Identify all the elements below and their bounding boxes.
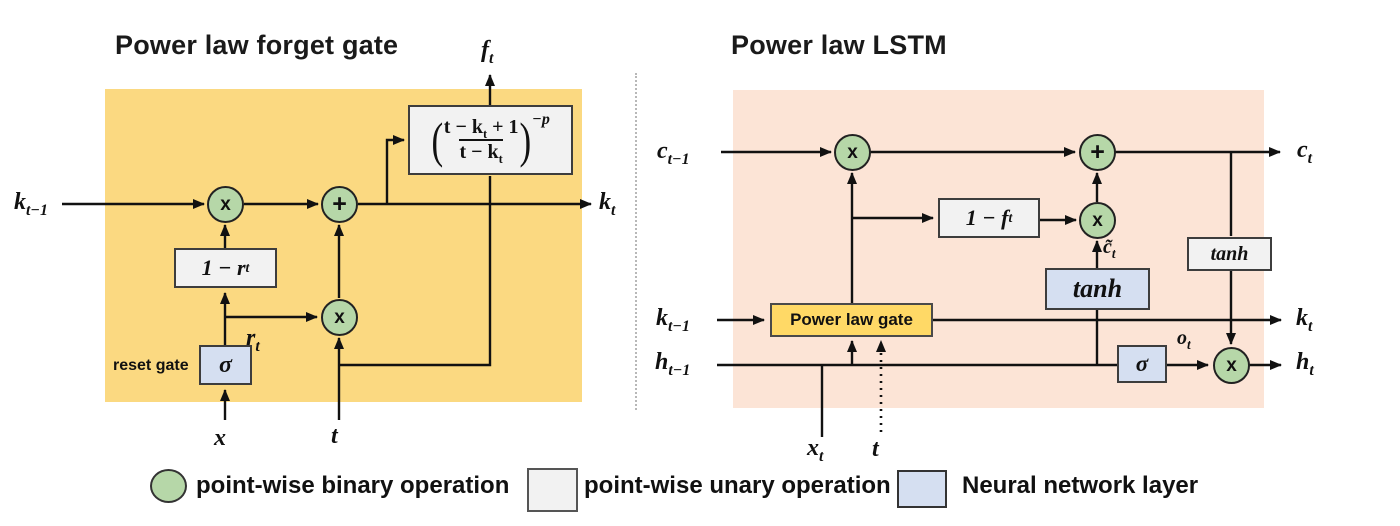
label-x-input: x [214,425,226,451]
power-law-gate-box: Power law gate [770,303,933,337]
multiply-node-x2: x [321,299,358,336]
label-kprev-left: kt−1 [14,189,48,219]
formula-fraction: t − kt + 1 t − kt [443,116,519,166]
add-node-right: + [1079,134,1116,171]
label-c-tilde: c̃t [1103,236,1116,261]
tanh-op-box: tanh [1187,237,1272,271]
tanh-layer-box: tanh [1045,268,1150,310]
paren-close: ) [519,111,531,168]
label-cout: ct [1297,137,1313,167]
left-panel-title: Power law forget gate [115,30,399,60]
legend-binary-op-label: point-wise binary operation [196,472,510,499]
legend-unary-op-square [527,468,578,512]
power-law-formula-box: ( t − kt + 1 t − kt ) −p [408,105,573,175]
label-reset-gate: reset gate [113,357,189,374]
paren-open: ( [431,111,444,168]
formula-exponent: −p [532,111,550,128]
label-kprev-right: kt−1 [656,305,690,335]
legend-unary-op-label: point-wise unary operation [584,472,891,499]
legend-neural-layer-label: Neural network layer [962,472,1199,499]
output-gate-sigma-box: σ [1117,345,1167,383]
label-ot: ot [1177,327,1191,352]
panel-divider-dotted-line [635,73,637,410]
label-kout-left: kt [599,189,616,219]
add-node-left: + [321,186,358,223]
label-xt-input: xt [807,435,824,465]
multiply-node-x3: x [834,134,871,171]
label-t-input-left: t [331,423,338,449]
right-panel-title: Power law LSTM [731,30,947,60]
label-hout: ht [1296,349,1314,379]
right-panel-background [733,90,1264,408]
legend-binary-op-circle [150,469,187,503]
label-ft: ft [481,37,494,67]
multiply-node-x1: x [207,186,244,223]
label-hprev: ht−1 [655,349,691,379]
reset-gate-sigma-box: σ [199,345,252,385]
multiply-node-x4: x [1079,202,1116,239]
label-rt: rt [246,325,260,355]
legend-neural-layer-square [897,470,947,508]
multiply-node-x5: x [1213,347,1250,384]
label-t-input-right: t [872,436,879,462]
label-cprev: ct−1 [657,138,690,168]
label-kout-right: kt [1296,305,1313,335]
